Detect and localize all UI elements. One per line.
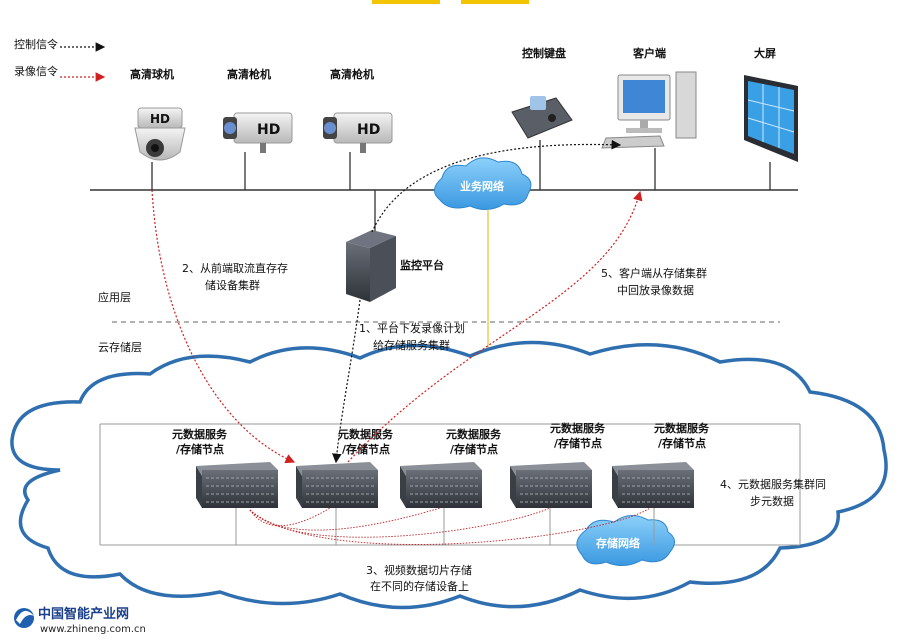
gun-2-hd-badge: HD (357, 122, 380, 138)
storage-node-1-icon (196, 462, 278, 508)
legend: 控制信令 录像信令 (14, 37, 106, 82)
step5-text-line1: 5、客户端从存储集群 (601, 266, 707, 280)
gun-camera-2-icon: HD (323, 112, 393, 153)
storage-network-label: 存储网络 (596, 536, 640, 550)
legend-control-label: 控制信令 (14, 37, 58, 51)
big-screen-label: 大屏 (754, 46, 776, 60)
node-4-label-line1: 元数据服务 (550, 421, 606, 435)
storage-node-3-icon (400, 462, 482, 508)
node-1-label-line1: 元数据服务 (172, 427, 228, 441)
monitor-platform-label: 监控平台 (400, 258, 444, 272)
business-network-cloud: 业务网络 (434, 157, 532, 210)
step2-record-flow (151, 189, 296, 464)
gun-camera-1-icon: HD (223, 112, 293, 153)
node-4-label-line2: /存储节点 (554, 436, 602, 450)
step4-text-line1: 4、元数据服务集群同 (720, 477, 826, 491)
dome-hd-badge: HD (150, 112, 170, 126)
logo-url: www.zhineng.com.cn (40, 624, 146, 635)
node-5-label-line2: /存储节点 (658, 436, 706, 450)
legend-record-label: 录像信令 (14, 64, 58, 78)
step2-text-line1: 2、从前端取流直存存 (182, 261, 288, 275)
application-layer-label: 应用层 (98, 290, 131, 304)
step5-playback-flow (347, 190, 643, 463)
dome-camera-icon: HD (134, 107, 186, 161)
step2-text-line2: 储设备集群 (205, 278, 260, 292)
cloud-storage-layer-label: 云存储层 (98, 340, 142, 354)
client-label: 客户端 (632, 46, 666, 60)
monitor-platform-server-icon (346, 230, 396, 302)
platform-to-client-flow (371, 139, 622, 233)
site-logo: 中国智能产业网 www.zhineng.com.cn (14, 606, 146, 635)
storage-node-4-icon (510, 462, 592, 508)
node-3-label-line2: /存储节点 (450, 442, 498, 456)
node-1-label-line2: /存储节点 (176, 442, 224, 456)
node-2-label-line1: 元数据服务 (338, 427, 394, 441)
top-tab-left (372, 0, 440, 4)
business-network-label: 业务网络 (460, 179, 504, 193)
node-2-label-line2: /存储节点 (342, 442, 390, 456)
step1-text-line1: 1、平台下发录像计划 (359, 321, 465, 335)
storage-node-2-icon (296, 462, 378, 508)
control-keyboard-icon (511, 96, 573, 139)
logo-name: 中国智能产业网 (38, 606, 129, 622)
dome-camera-label: 高清球机 (130, 67, 174, 81)
top-tab-right (461, 0, 529, 4)
node-3-label-line1: 元数据服务 (446, 427, 502, 441)
big-screen-icon (744, 75, 798, 162)
control-keyboard-label: 控制键盘 (522, 46, 566, 60)
gun-1-hd-badge: HD (257, 122, 280, 138)
step1-control-flow (332, 299, 361, 464)
storage-node-5-icon (612, 462, 694, 508)
gun-camera-1-label: 高清枪机 (227, 67, 271, 81)
step3-text-line2: 在不同的存储设备上 (370, 579, 469, 593)
node-5-label-line1: 元数据服务 (654, 421, 710, 435)
storage-network-cloud: 存储网络 (576, 515, 675, 566)
step3-slice-lines (249, 507, 651, 545)
step3-text-line1: 3、视频数据切片存储 (366, 563, 472, 577)
gun-camera-2-label: 高清枪机 (330, 67, 374, 81)
step5-text-line2: 中回放录像数据 (617, 283, 694, 297)
step4-text-line2: 步元数据 (750, 494, 794, 508)
client-pc-icon (601, 71, 697, 149)
step1-text-line2: 给存储服务集群 (373, 338, 450, 352)
